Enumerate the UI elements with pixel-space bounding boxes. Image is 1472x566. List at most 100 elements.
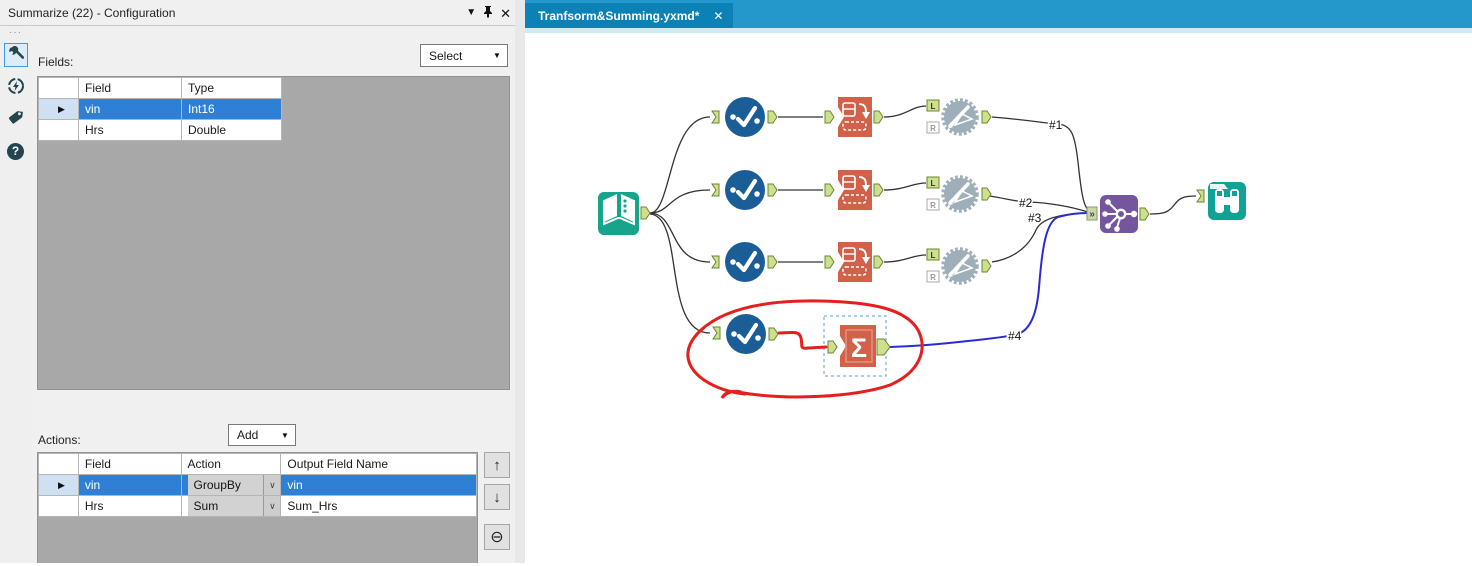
input-anchor[interactable] xyxy=(824,110,835,124)
panel-menu-caret-icon[interactable]: ▼ xyxy=(466,7,477,18)
fields-row-hrs[interactable]: Hrs Double xyxy=(38,119,282,141)
wire-transpose1-to-join1[interactable] xyxy=(883,105,927,118)
fields-header-field[interactable]: Field xyxy=(78,77,182,99)
wire-input-to-unique2[interactable] xyxy=(649,189,711,214)
select-dropdown[interactable]: Select ▼ xyxy=(420,44,508,67)
actions-cell-output[interactable]: Sum_Hrs xyxy=(280,495,477,517)
fields-cell-type[interactable]: Int16 xyxy=(181,98,282,120)
output-anchor[interactable] xyxy=(767,183,778,197)
move-up-button[interactable]: ↑ xyxy=(484,452,510,478)
unique-tool-3[interactable] xyxy=(711,242,778,282)
fields-header-type[interactable]: Type xyxy=(181,77,282,99)
union-tool[interactable]: » xyxy=(1086,195,1150,233)
left-input-anchor[interactable] xyxy=(926,176,940,189)
join-tool-1[interactable]: L R xyxy=(926,98,992,136)
wire-summarize-to-union-selected[interactable] xyxy=(889,212,1089,348)
actions-cell-action[interactable]: GroupBy ∨ xyxy=(180,474,282,496)
output-anchor[interactable] xyxy=(767,255,778,269)
actions-cell-field[interactable]: vin xyxy=(77,474,182,496)
actions-row-hrs[interactable]: Hrs Sum ∨ Sum_Hrs xyxy=(38,495,477,517)
tab-close-icon[interactable]: ✕ xyxy=(713,8,724,23)
left-input-anchor[interactable] xyxy=(926,99,940,112)
unique-tool-2[interactable] xyxy=(711,170,778,210)
transpose-tool-1[interactable] xyxy=(824,97,884,137)
input-anchor[interactable] xyxy=(711,183,720,197)
actions-cell-action[interactable]: Sum ∨ xyxy=(180,495,282,517)
fields-cell-type[interactable]: Double xyxy=(181,119,282,141)
transpose-tool-3[interactable] xyxy=(824,242,884,282)
add-dropdown[interactable]: Add ▼ xyxy=(228,424,296,446)
output-anchor[interactable] xyxy=(981,259,992,273)
actions-header-field[interactable]: Field xyxy=(77,453,182,475)
configuration-tab-wrench[interactable] xyxy=(3,43,28,67)
chevron-down-icon[interactable]: ∨ xyxy=(263,496,280,516)
fields-row-vin[interactable]: ▶ vin Int16 xyxy=(38,98,282,120)
input-anchor[interactable] xyxy=(824,255,835,269)
input-anchor[interactable] xyxy=(824,183,835,197)
input-anchor[interactable] xyxy=(1196,189,1205,203)
chevron-down-icon[interactable]: ∨ xyxy=(263,475,280,495)
action-combo[interactable]: GroupBy ∨ xyxy=(187,475,280,495)
fields-cell-field[interactable]: vin xyxy=(78,98,182,120)
fields-table[interactable]: Field Type ▶ vin Int16 Hrs Double xyxy=(38,77,282,141)
input-anchor[interactable] xyxy=(712,326,721,340)
annotation-tab[interactable] xyxy=(4,107,28,131)
actions-cell-field[interactable]: Hrs xyxy=(77,495,182,517)
panel-splitter[interactable] xyxy=(515,0,525,563)
summarize-tool-selected[interactable]: Σ xyxy=(827,325,891,367)
wire-input-to-unique1[interactable] xyxy=(649,116,711,214)
output-anchor[interactable] xyxy=(873,110,884,124)
input-data-tool[interactable] xyxy=(598,192,651,235)
output-anchor[interactable] xyxy=(873,183,884,197)
wire-union-to-browse[interactable] xyxy=(1149,195,1197,215)
right-input-anchor[interactable] xyxy=(926,121,940,134)
output-anchor[interactable] xyxy=(640,206,651,220)
transpose-tool-2[interactable] xyxy=(824,170,884,210)
unique-tool-4[interactable] xyxy=(712,314,779,354)
actions-row-vin[interactable]: ▶ vin GroupBy ∨ vin xyxy=(38,474,477,496)
remove-action-button[interactable]: ⊖ xyxy=(484,524,510,550)
svg-text:L: L xyxy=(931,179,936,188)
browse-tool[interactable] xyxy=(1196,182,1246,220)
output-anchor[interactable] xyxy=(768,327,779,341)
output-anchor[interactable] xyxy=(981,187,992,201)
actions-table[interactable]: Field Action Output Field Name ▶ vin Gro… xyxy=(38,453,477,517)
actions-grid-area: Field Action Output Field Name ▶ vin Gro… xyxy=(37,452,478,563)
unique-tool-1[interactable] xyxy=(711,97,778,137)
performance-tab[interactable] xyxy=(4,75,28,99)
output-anchor[interactable] xyxy=(767,110,778,124)
output-anchor[interactable] xyxy=(1139,207,1150,221)
action-combo[interactable]: Sum ∨ xyxy=(187,496,280,516)
wire-transpose3-to-join3[interactable] xyxy=(883,254,927,263)
multi-input-anchor[interactable] xyxy=(1086,206,1098,221)
join-tool-3[interactable]: L R xyxy=(926,247,992,285)
wire-input-to-unique4[interactable] xyxy=(649,213,711,334)
actions-header-action[interactable]: Action xyxy=(180,453,282,475)
actions-header-output[interactable]: Output Field Name xyxy=(280,453,477,475)
output-anchor[interactable] xyxy=(876,338,891,356)
input-anchor[interactable] xyxy=(711,255,720,269)
svg-text:L: L xyxy=(931,102,936,111)
actions-header-row: Field Action Output Field Name xyxy=(38,453,477,475)
wire-join1-to-union[interactable] xyxy=(991,116,1090,212)
join-tool-2[interactable]: L R xyxy=(926,175,992,213)
wire-join2-to-union[interactable] xyxy=(989,195,1089,213)
right-input-anchor[interactable] xyxy=(926,270,940,283)
actions-cell-output[interactable]: vin xyxy=(280,474,477,496)
move-down-button[interactable]: ↓ xyxy=(484,484,510,510)
wire-transpose2-to-join2[interactable] xyxy=(883,182,927,191)
left-input-anchor[interactable] xyxy=(926,248,940,261)
help-tab[interactable]: ? xyxy=(4,139,28,163)
right-input-anchor[interactable] xyxy=(926,198,940,211)
output-anchor[interactable] xyxy=(873,255,884,269)
output-anchor[interactable] xyxy=(981,110,992,124)
fields-cell-field[interactable]: Hrs xyxy=(78,119,182,141)
panel-close-icon[interactable]: ✕ xyxy=(500,5,511,21)
grip-dots-icon[interactable]: ··· xyxy=(9,27,22,38)
workflow-tab[interactable]: Tranfsorm&Summing.yxmd* ✕ xyxy=(525,3,734,28)
workflow-canvas[interactable]: #1 #2 #3 #4 L R xyxy=(525,33,1472,563)
pin-icon[interactable] xyxy=(483,5,493,21)
wire-input-to-unique3[interactable] xyxy=(649,212,711,263)
input-anchor[interactable] xyxy=(827,340,838,354)
input-anchor[interactable] xyxy=(711,110,720,124)
